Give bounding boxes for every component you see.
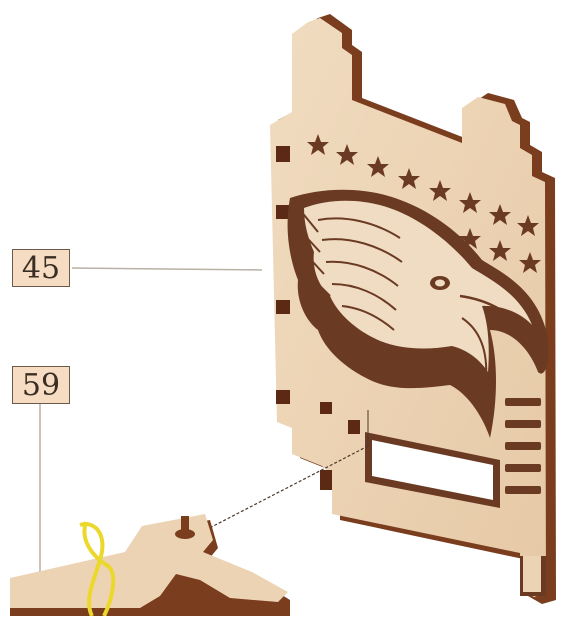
part-callout-45: 45 [12, 249, 70, 287]
panel-slot [276, 390, 290, 404]
part-callout-59: 59 [12, 366, 70, 404]
eagle-flag-panel [270, 14, 556, 604]
base-foot-part [10, 514, 290, 616]
leader-line-45 [72, 268, 262, 270]
panel-slot [276, 300, 290, 314]
callout-label: 45 [22, 251, 60, 286]
panel-slot [320, 470, 332, 490]
callout-label: 59 [22, 368, 60, 403]
panel-slot [320, 402, 332, 414]
panel-slot [276, 146, 290, 162]
base-foot-face [10, 514, 288, 608]
panel-slot [348, 420, 360, 434]
